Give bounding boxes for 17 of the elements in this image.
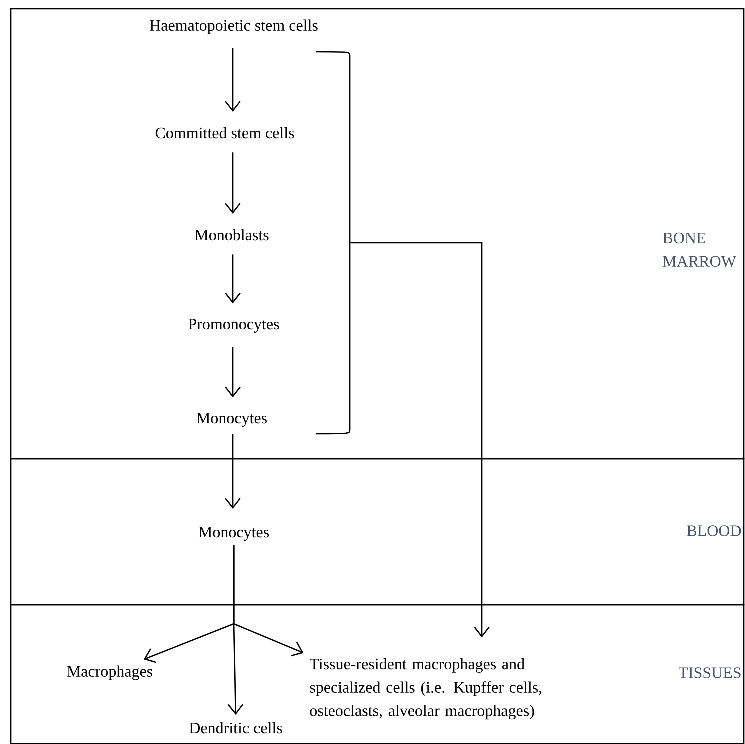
cell-stage-label: Macrophages (67, 666, 153, 680)
arrow (233, 546, 304, 657)
cell-stage-label: Dendritic cells (190, 722, 282, 734)
cell-stage-label: Haematopoietic stem cells (150, 20, 318, 34)
arrow (225, 346, 241, 398)
arrow (225, 254, 241, 304)
arrow (350, 242, 490, 638)
cell-stage-label: Promonocytes (188, 319, 280, 333)
cell-stage-label: Tissue-resident macrophages and specialized cells (i.e. Kupffer cells, osteoclasts, alveolar macrophages) (310, 658, 542, 720)
cell-stage-label: Committed stem cells (156, 127, 294, 139)
bracket (316, 51, 351, 435)
cell-stage-label: Monoblasts (195, 229, 269, 241)
cell-stage-label: Monocytes (198, 527, 269, 541)
arrow (225, 152, 241, 214)
cell-stage-label: Monocytes (196, 413, 267, 427)
arrow (225, 434, 241, 510)
arrow (225, 48, 241, 112)
